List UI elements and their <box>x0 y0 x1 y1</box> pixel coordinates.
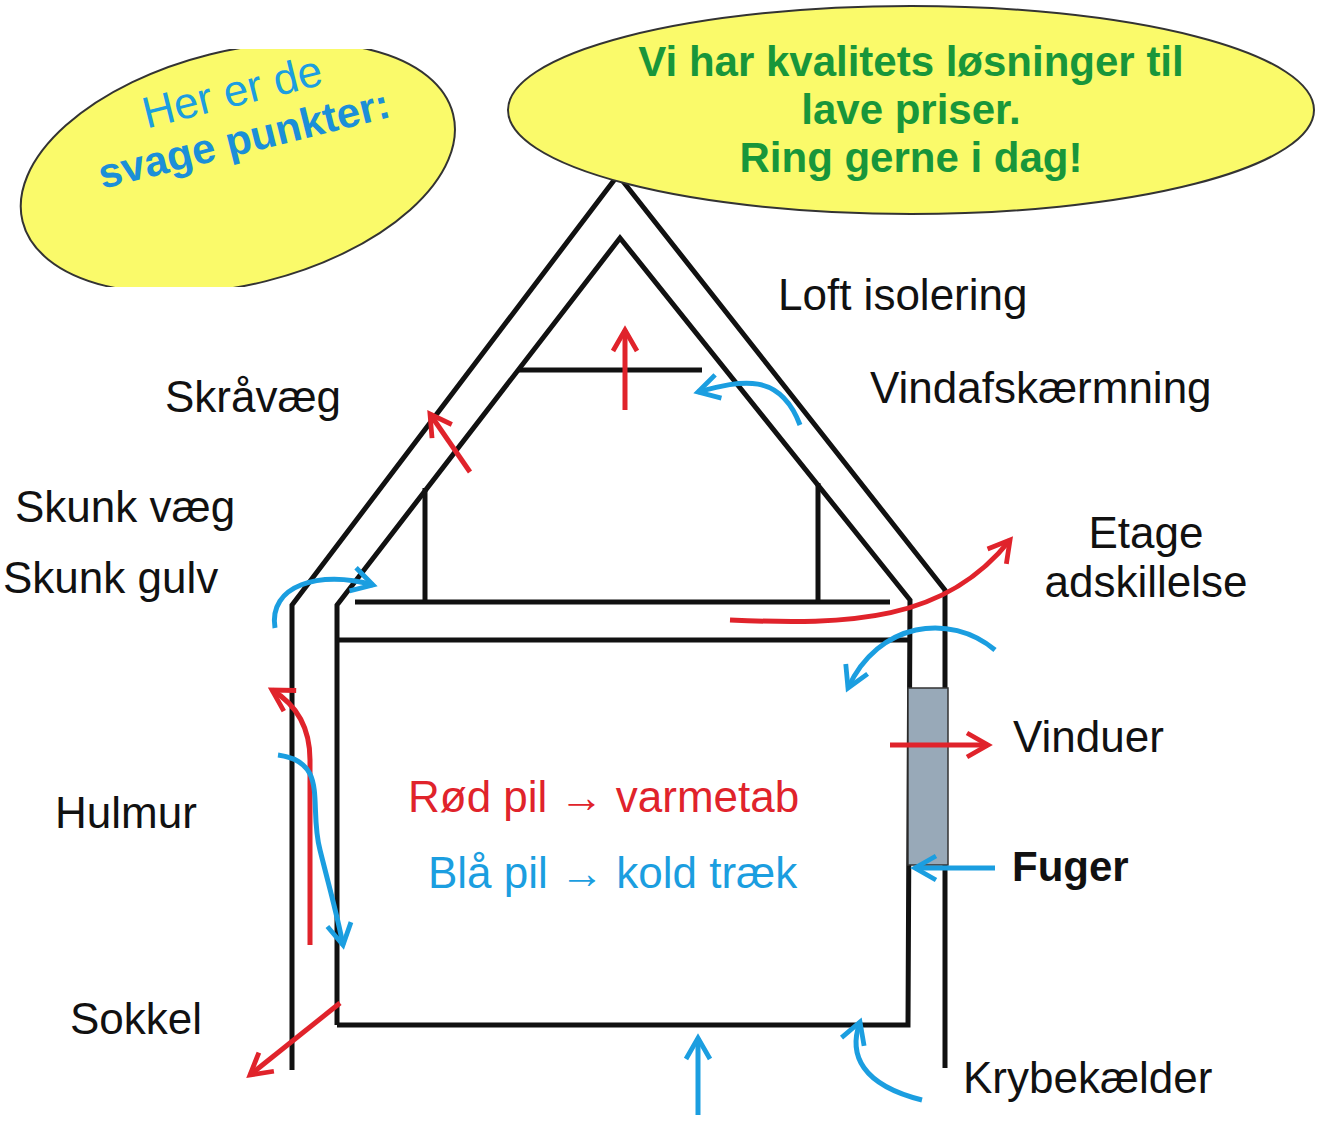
part-label: Krybekælder <box>963 1053 1212 1102</box>
part-label: Rød pil → varmetab <box>408 772 799 821</box>
ellipse-text: Vi har kvalitets løsninger til lave pris… <box>611 38 1211 134</box>
draught-arrows <box>274 383 995 1115</box>
ellipse-text: Ring gerne i dag! <box>611 134 1211 182</box>
part-label: Vindafskærmning <box>870 363 1212 412</box>
speech-ellipse: Her er desvage punkter: <box>14 49 462 287</box>
window-pane <box>908 688 948 865</box>
part-label: Etage adskillelse <box>1036 508 1256 607</box>
part-label: Vinduer <box>1013 712 1164 761</box>
part-label: Skunk væg <box>15 482 235 531</box>
heat-arrows <box>250 330 1010 1075</box>
part-label: Loft isolering <box>778 270 1027 319</box>
part-label: Hulmur <box>55 788 197 837</box>
part-label: Skråvæg <box>165 372 341 421</box>
ellipse-outline <box>508 6 1314 214</box>
part-label: Sokkel <box>70 994 202 1043</box>
ellipse-text-group: Vi har kvalitets løsninger til lave pris… <box>506 38 1316 182</box>
part-label: Blå pil → kold træk <box>428 848 797 897</box>
part-label: Skunk gulv <box>3 553 218 602</box>
part-label: Fuger <box>1012 843 1129 890</box>
speech-ellipse: Vi har kvalitets løsninger til lave pris… <box>506 4 1316 216</box>
ellipse-outline <box>14 49 462 287</box>
